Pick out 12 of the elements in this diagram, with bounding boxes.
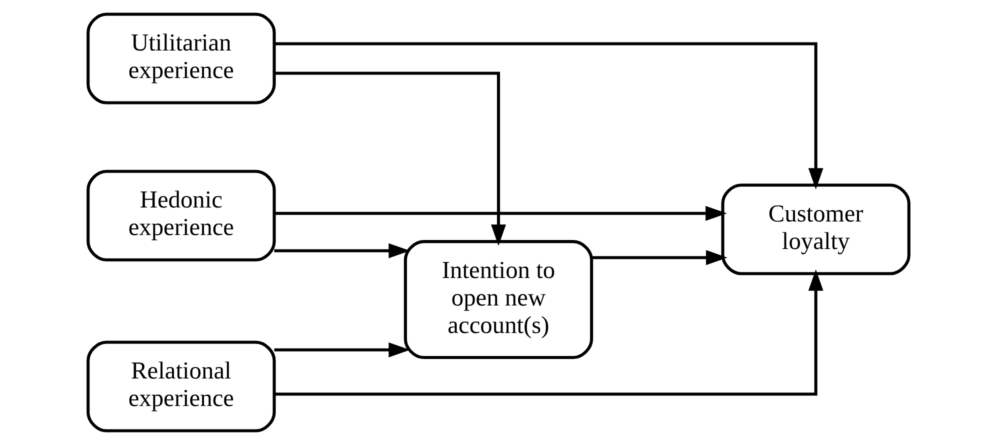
arrow	[274, 206, 727, 221]
arrow	[592, 250, 728, 266]
node-box: Hedonic experience	[86, 170, 276, 262]
arrow	[274, 342, 410, 358]
arrow	[274, 72, 506, 246]
arrow	[274, 269, 824, 396]
node-box: Utilitarian experience	[86, 12, 276, 104]
arrow	[274, 42, 824, 190]
arrow	[274, 243, 410, 258]
node-box: Intention to open new account(s)	[404, 240, 594, 360]
node-box: Relational experience	[86, 340, 276, 432]
node-box: Customer loyalty	[721, 184, 910, 276]
